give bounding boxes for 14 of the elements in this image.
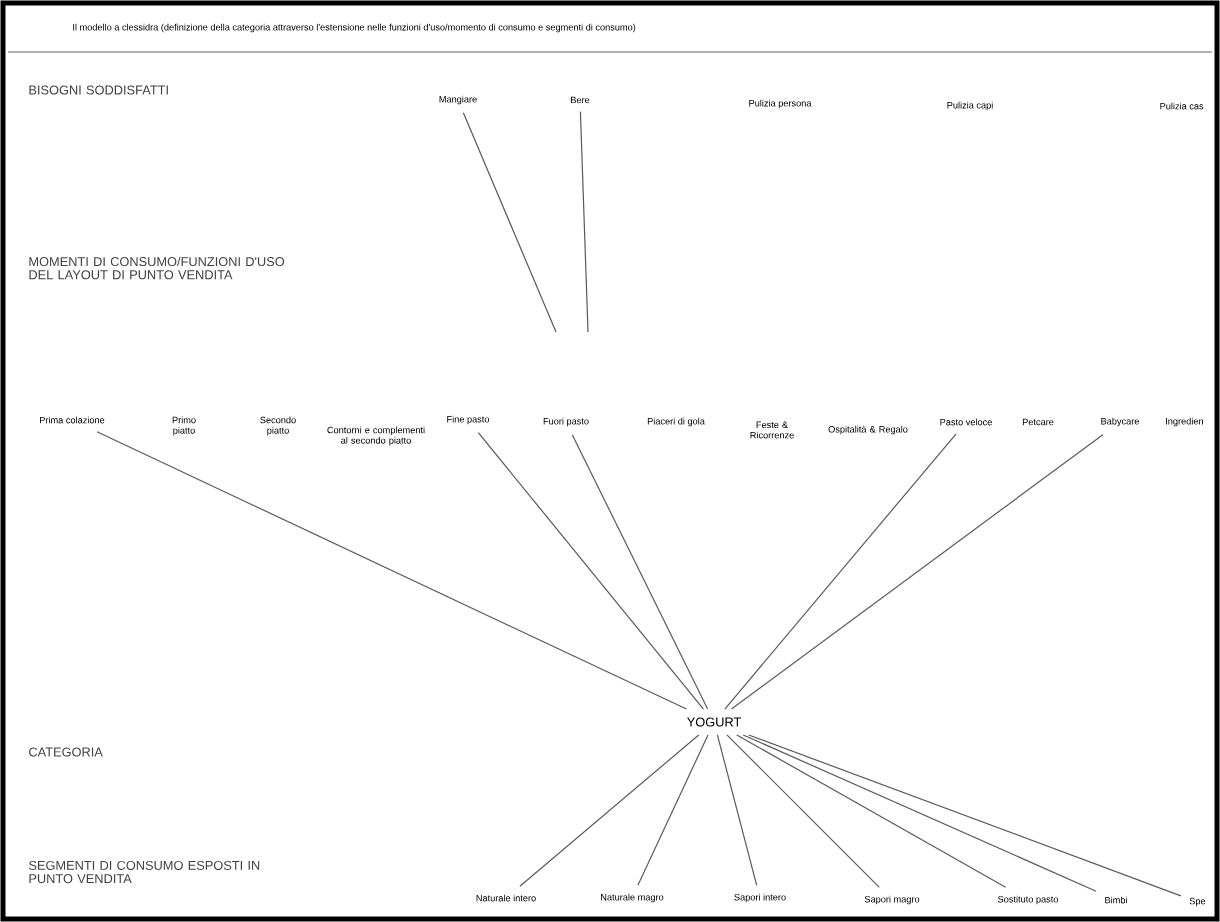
connector-line [462, 112, 557, 333]
connector-line [726, 734, 880, 888]
connector-line [748, 734, 1182, 897]
connector-line [477, 432, 705, 710]
connector-line [742, 734, 1097, 892]
connector-line [724, 433, 957, 710]
connector-line [730, 434, 1104, 710]
connector-line [637, 734, 709, 886]
connector-line [579, 111, 589, 333]
connector-line [716, 734, 758, 886]
connector-line [96, 431, 688, 710]
connector-line [571, 434, 709, 710]
connector-line [519, 734, 700, 887]
connector-line [736, 734, 1007, 888]
